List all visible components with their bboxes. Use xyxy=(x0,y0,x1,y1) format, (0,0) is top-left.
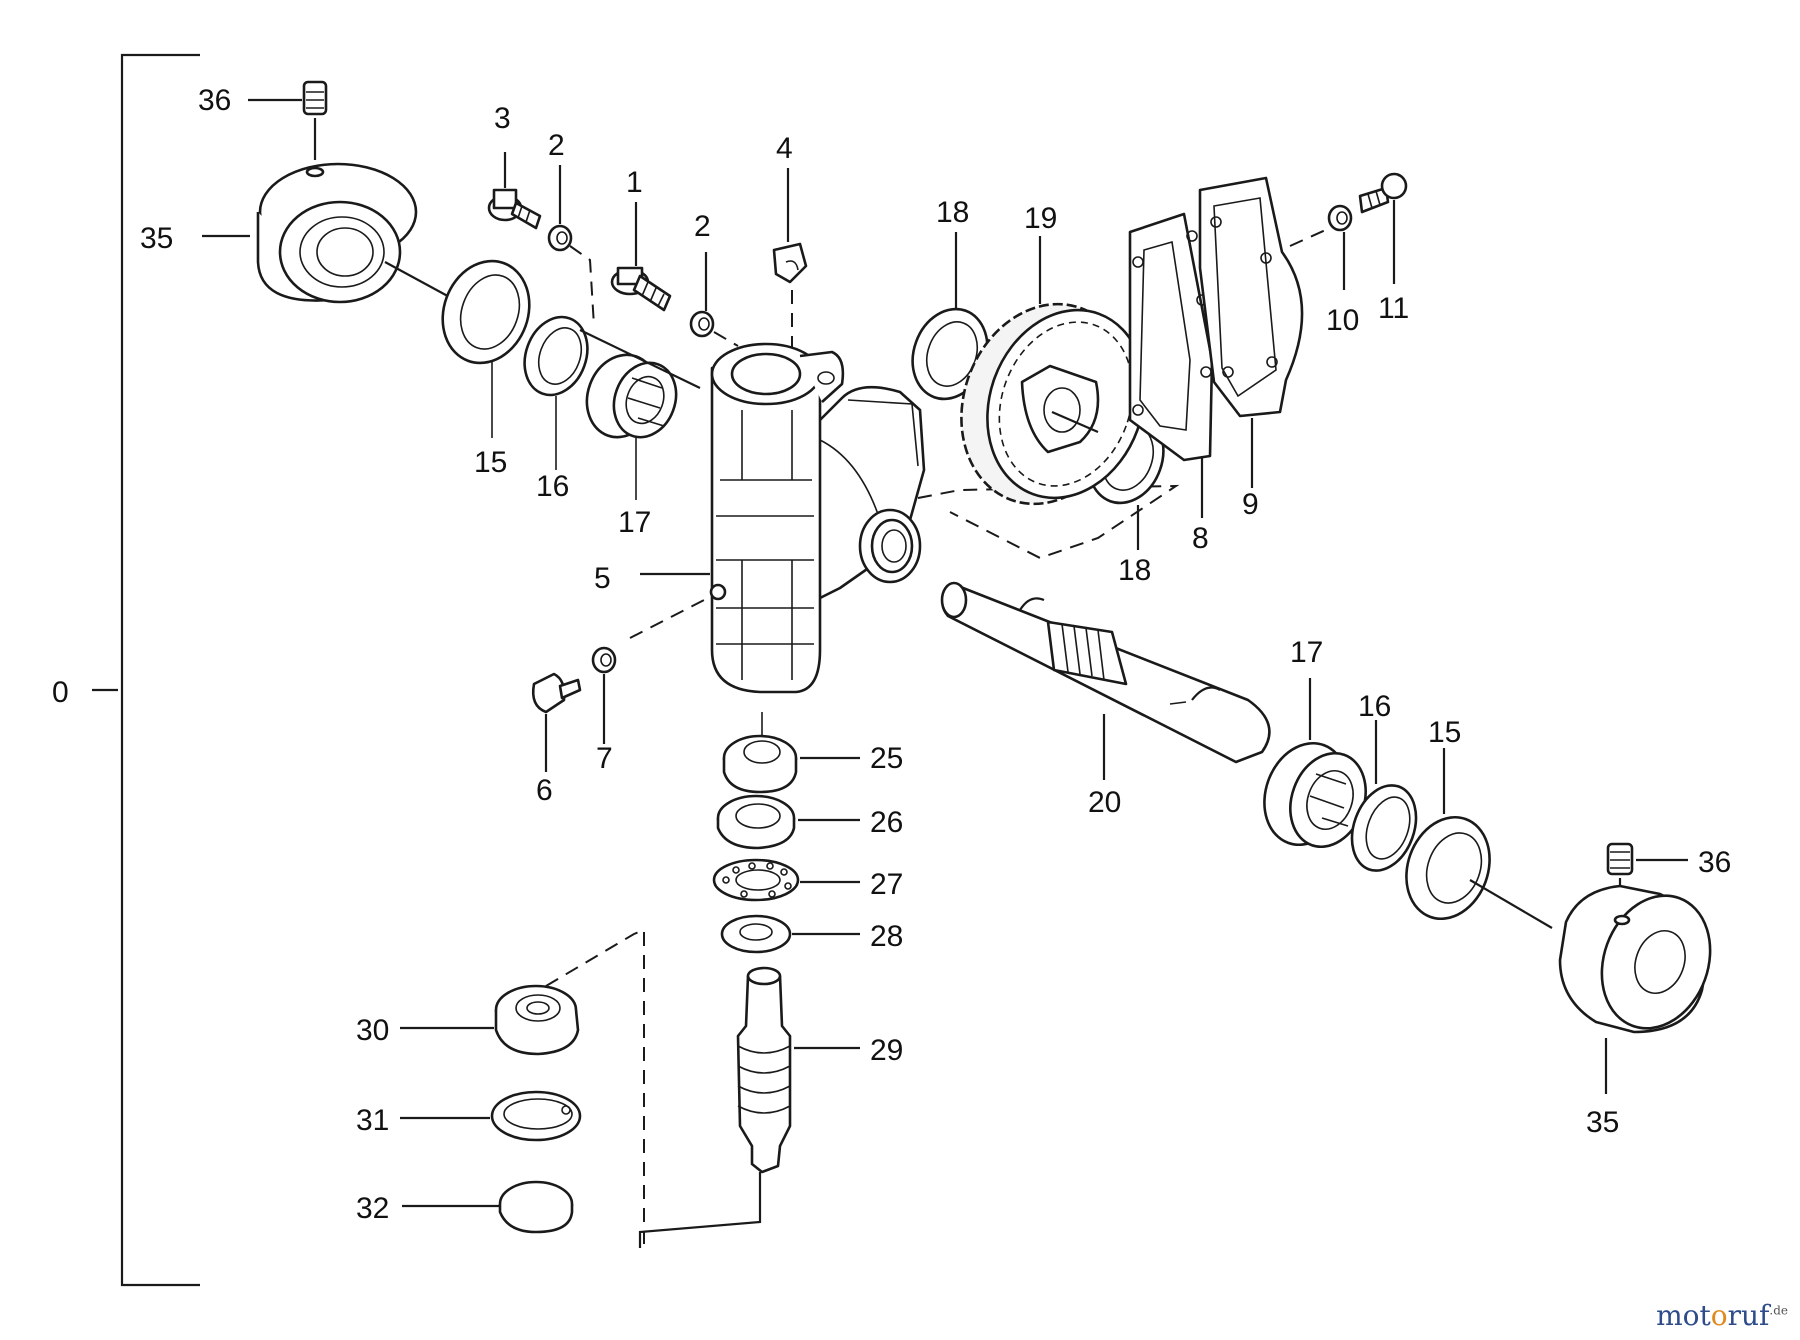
label-3: 3 xyxy=(494,102,511,135)
bearing-race-26 xyxy=(716,794,860,850)
label-35-top: 35 xyxy=(140,222,173,255)
assembly-bracket: 0 xyxy=(52,53,200,1287)
needle-bearing-left xyxy=(579,329,701,500)
washer-2-upper xyxy=(547,165,595,327)
part-labels: 36 35 3 2 1 2 4 15 16 17 5 6 7 18 19 18 … xyxy=(140,84,1731,1225)
needle-bearing-right xyxy=(1263,678,1367,849)
label-28: 28 xyxy=(870,920,903,953)
retaining-ring-left xyxy=(523,315,589,470)
retaining-ring-right xyxy=(1350,720,1418,872)
label-35-right: 35 xyxy=(1586,1106,1619,1139)
label-20: 20 xyxy=(1088,786,1121,819)
label-2-upper: 2 xyxy=(548,129,565,162)
clip-4 xyxy=(772,168,808,354)
bolt-6 xyxy=(531,672,582,772)
cover-plate-9 xyxy=(1198,176,1331,488)
worm-shaft-29 xyxy=(638,966,860,1248)
end-cap-right xyxy=(1558,884,1712,1094)
label-30: 30 xyxy=(356,1014,389,1047)
label-36-right: 36 xyxy=(1698,846,1731,879)
bolt-1 xyxy=(610,202,672,312)
ball-bearing-25 xyxy=(722,712,860,794)
snap-ring-31 xyxy=(400,1090,582,1142)
gearbox-housing xyxy=(629,342,1180,694)
label-7: 7 xyxy=(596,742,613,775)
label-16-right: 16 xyxy=(1358,690,1391,723)
label-26: 26 xyxy=(870,806,903,839)
set-screw-top xyxy=(248,80,328,160)
label-5: 5 xyxy=(594,562,611,595)
label-15-left: 15 xyxy=(474,446,507,479)
thrust-bearing-27 xyxy=(712,858,860,902)
label-6: 6 xyxy=(536,774,553,807)
label-8: 8 xyxy=(1192,522,1209,555)
drive-shaft xyxy=(940,581,1271,780)
label-31: 31 xyxy=(356,1104,389,1137)
oil-seal-left xyxy=(441,259,531,438)
label-11: 11 xyxy=(1378,292,1409,325)
label-29: 29 xyxy=(870,1034,903,1067)
label-19: 19 xyxy=(1024,202,1057,235)
watermark-suffix: ruf xyxy=(1727,1299,1770,1332)
label-15-right: 15 xyxy=(1428,716,1461,749)
bolt-3 xyxy=(487,152,542,230)
worm-gear xyxy=(960,236,1146,506)
gasket-8 xyxy=(1128,212,1214,518)
label-17-left: 17 xyxy=(618,506,651,539)
label-18-lower: 18 xyxy=(1118,554,1151,587)
washer-2-lower xyxy=(689,252,739,347)
watermark-accent: o xyxy=(1710,1299,1728,1332)
label-4: 4 xyxy=(776,132,793,165)
label-27: 27 xyxy=(870,868,903,901)
watermark-tld: .de xyxy=(1769,1303,1788,1318)
label-17-right: 17 xyxy=(1290,636,1323,669)
label-16-left: 16 xyxy=(536,470,569,503)
oil-seal-right xyxy=(1405,748,1553,929)
ball-bearing-30 xyxy=(400,928,645,1244)
label-10: 10 xyxy=(1326,304,1359,337)
label-32: 32 xyxy=(356,1192,389,1225)
label-2-lower: 2 xyxy=(694,210,711,243)
thrust-washer-28 xyxy=(720,914,860,954)
group-marker: 0 xyxy=(52,676,69,709)
label-18-upper: 18 xyxy=(936,196,969,229)
label-9: 9 xyxy=(1242,488,1259,521)
label-36-top: 36 xyxy=(198,84,231,117)
washer-7 xyxy=(591,646,617,744)
end-cap-top xyxy=(202,162,456,304)
watermark-prefix: mot xyxy=(1656,1299,1711,1332)
plug-cap-32 xyxy=(402,1180,574,1234)
label-25: 25 xyxy=(870,742,903,775)
bolt-11 xyxy=(1358,172,1408,284)
label-1: 1 xyxy=(626,166,643,199)
watermark-logo: motoruf.de xyxy=(1656,1299,1788,1332)
washer-10 xyxy=(1327,204,1353,290)
